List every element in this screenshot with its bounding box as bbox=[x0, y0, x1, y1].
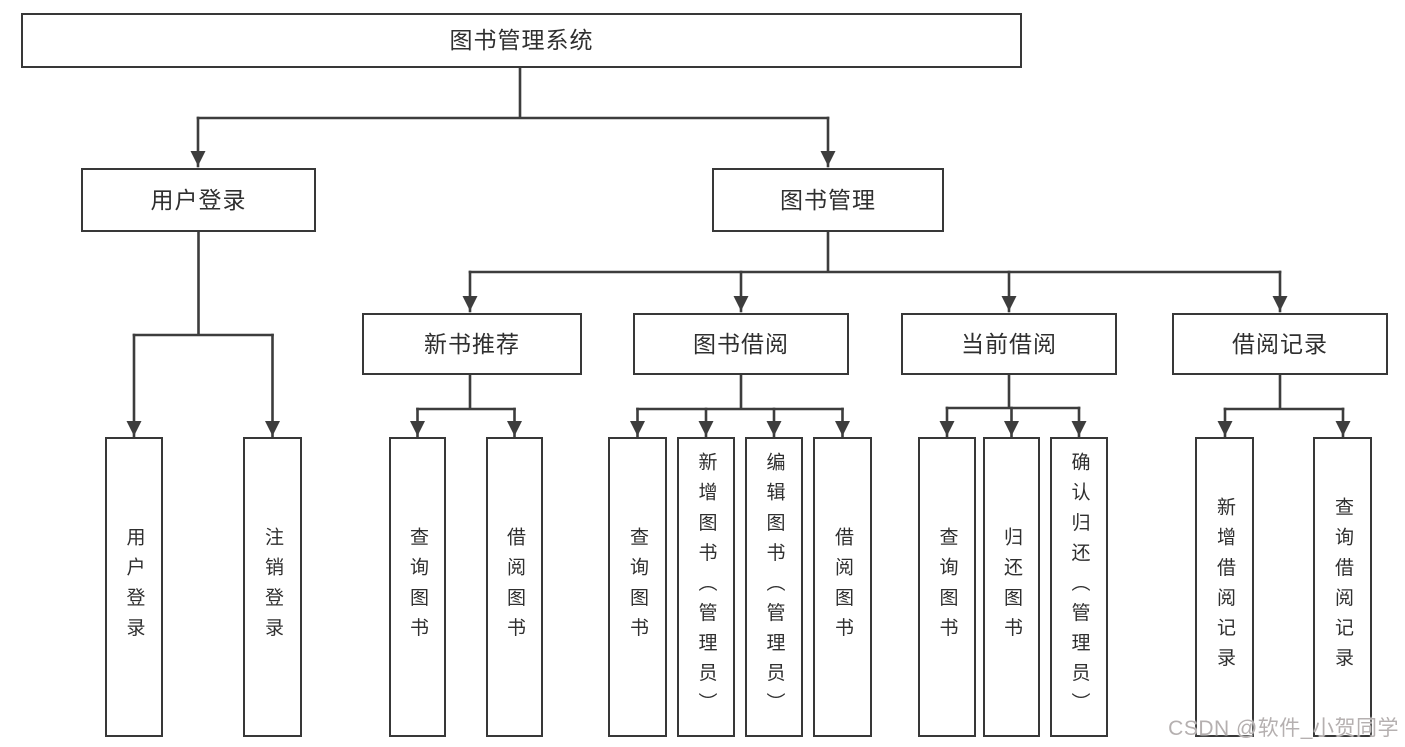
leaf-query-books: 查询图书 bbox=[389, 437, 446, 737]
leaf-add-books-admin: 新增图书（管理员） bbox=[677, 437, 735, 737]
leaf-edit-books-admin: 编辑图书（管理员） bbox=[745, 437, 803, 737]
leaf-query-books: 查询图书 bbox=[608, 437, 667, 737]
node-user-login: 用户登录 bbox=[81, 168, 316, 232]
node-library-management-system: 图书管理系统 bbox=[21, 13, 1022, 68]
leaf-confirm-return-admin: 确认归还（管理员） bbox=[1050, 437, 1108, 737]
watermark-text: CSDN @软件_小贺同学 bbox=[1168, 717, 1399, 740]
leaf-query-borrow-record: 查询借阅记录 bbox=[1313, 437, 1372, 737]
node-borrowing-records: 借阅记录 bbox=[1172, 313, 1388, 375]
leaf-user-login: 用户登录 bbox=[105, 437, 163, 737]
node-current-borrowing: 当前借阅 bbox=[901, 313, 1117, 375]
leaf-borrow-books: 借阅图书 bbox=[813, 437, 872, 737]
node-book-borrowing: 图书借阅 bbox=[633, 313, 849, 375]
leaf-logout: 注销登录 bbox=[243, 437, 302, 737]
leaf-query-books: 查询图书 bbox=[918, 437, 976, 737]
leaf-return-books: 归还图书 bbox=[983, 437, 1040, 737]
leaf-add-borrow-record: 新增借阅记录 bbox=[1195, 437, 1254, 737]
node-book-management: 图书管理 bbox=[712, 168, 944, 232]
node-new-book-recommendation: 新书推荐 bbox=[362, 313, 582, 375]
leaf-borrow-books: 借阅图书 bbox=[486, 437, 543, 737]
